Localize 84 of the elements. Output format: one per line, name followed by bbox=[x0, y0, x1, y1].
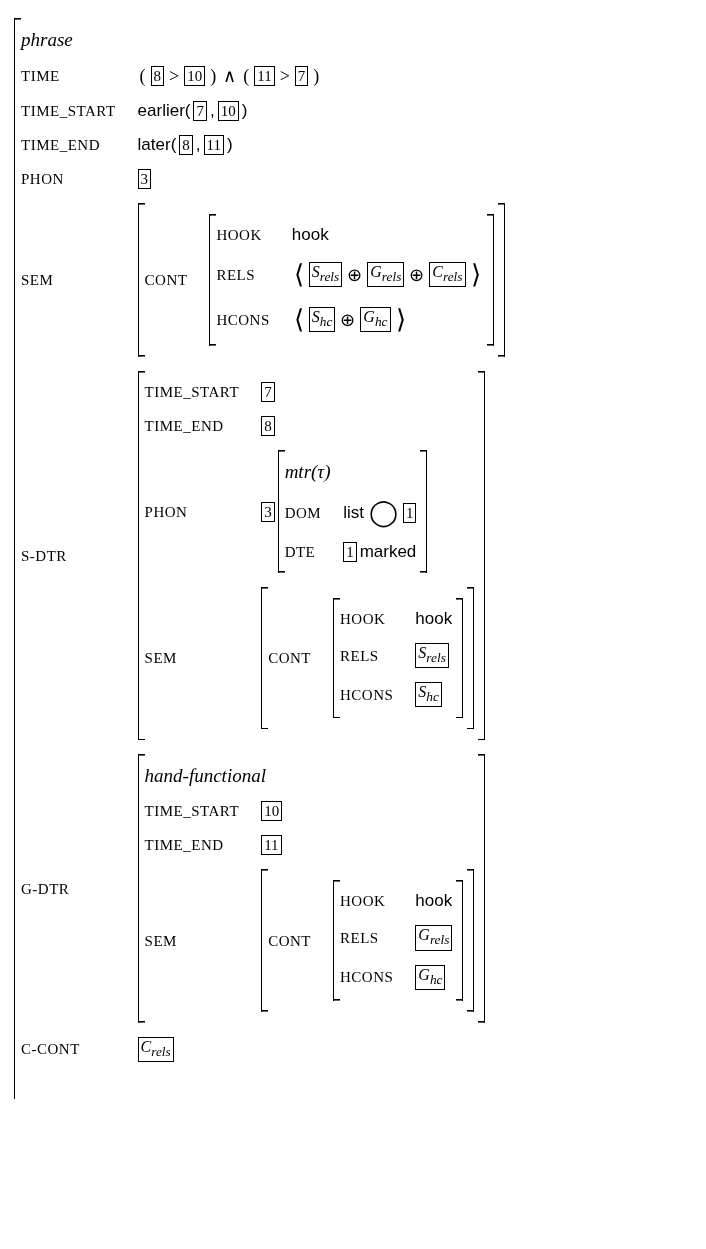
feature-value: hook bbox=[291, 225, 329, 245]
feature-name: DTE bbox=[284, 544, 316, 560]
operator-symbol: ) bbox=[209, 65, 218, 87]
tag-box: 10 bbox=[217, 101, 239, 121]
feature-name: HOOK bbox=[339, 611, 386, 627]
operator-symbol: ⊕ bbox=[408, 263, 426, 286]
operator-symbol: ) bbox=[312, 65, 321, 87]
tag-box: 11 bbox=[254, 66, 275, 86]
feature-value: earlier( bbox=[137, 101, 191, 121]
tag-box: G$_{rels}$ bbox=[367, 261, 405, 288]
feature-name: CONT bbox=[268, 650, 311, 667]
type-label: mtr(τ) bbox=[284, 461, 331, 482]
tag-box: G$_{hc}$ bbox=[415, 964, 446, 990]
tag-box: 1 bbox=[343, 542, 357, 562]
feature-name: TIME_START bbox=[21, 103, 116, 119]
tag-box: 11 bbox=[203, 135, 224, 155]
feature-name: C-CONT bbox=[21, 1041, 80, 1058]
tag-box: 10 bbox=[184, 66, 206, 86]
feature-value: list bbox=[343, 502, 364, 523]
feature-name: TIME_END bbox=[144, 418, 224, 434]
operator-symbol: ( bbox=[138, 65, 147, 87]
feature-name: SEM bbox=[21, 272, 54, 288]
feature-name: HCONS bbox=[216, 311, 270, 328]
feature-name: TIME bbox=[21, 68, 60, 84]
feature-name: SEM bbox=[144, 932, 177, 949]
tag-box: 1 bbox=[402, 502, 417, 523]
tag-box: 3 bbox=[261, 501, 275, 522]
feature-name: TIME_END bbox=[144, 837, 224, 854]
feature-name: TIME_END bbox=[21, 137, 100, 153]
tag-box: S$_{hc}$ bbox=[308, 306, 336, 333]
operator-symbol: ⟩ bbox=[394, 304, 407, 335]
tag-box: 7 bbox=[294, 66, 309, 86]
operator-symbol: ⊕ bbox=[339, 308, 357, 331]
feature-value: hook bbox=[415, 891, 453, 912]
tag-box: S$_{rels}$ bbox=[308, 261, 343, 288]
feature-value: marked bbox=[359, 542, 417, 562]
feature-name: CONT bbox=[268, 932, 311, 949]
feature-name: RELS bbox=[339, 647, 379, 664]
feature-name: PHON bbox=[144, 503, 188, 520]
feature-value: ) bbox=[241, 101, 248, 121]
tag-box: 8 bbox=[261, 416, 275, 436]
feature-name: CONT bbox=[144, 272, 188, 288]
feature-name: PHON bbox=[21, 171, 64, 187]
feature-value: ) bbox=[227, 135, 233, 155]
operator-symbol: ⊕ bbox=[346, 263, 364, 286]
operator-symbol: ⟩ bbox=[469, 259, 482, 290]
feature-name: HCONS bbox=[339, 686, 394, 703]
tag-box: C$_{rels}$ bbox=[137, 1036, 174, 1062]
tag-box: S$_{rels}$ bbox=[415, 643, 449, 669]
feature-name: TIME_START bbox=[144, 803, 240, 820]
operator-symbol: ( bbox=[242, 65, 251, 87]
feature-name: RELS bbox=[216, 266, 256, 283]
feature-value: later( bbox=[137, 135, 177, 155]
feature-name: DOM bbox=[284, 504, 322, 521]
tag-box: 10 bbox=[261, 801, 283, 822]
tag-box: 11 bbox=[261, 835, 282, 856]
operator-symbol: > bbox=[278, 65, 291, 87]
tag-box: 7 bbox=[261, 382, 275, 402]
tag-box: S$_{hc}$ bbox=[415, 682, 442, 708]
operator-symbol: > bbox=[168, 65, 181, 87]
feature-name: HCONS bbox=[339, 969, 394, 986]
feature-name: RELS bbox=[339, 929, 379, 946]
feature-name: HOOK bbox=[339, 893, 386, 910]
type-label: hand-functional bbox=[144, 765, 266, 787]
tag-box: 3 bbox=[137, 169, 152, 189]
tag-box: G$_{rels}$ bbox=[415, 925, 453, 951]
tag-box: G$_{hc}$ bbox=[360, 306, 391, 333]
operator-symbol: ⟨ bbox=[292, 304, 305, 335]
type-label: phrase bbox=[21, 29, 73, 50]
tag-box: 8 bbox=[179, 135, 193, 155]
feature-name: TIME_START bbox=[144, 384, 240, 400]
feature-value: , bbox=[209, 101, 215, 121]
tag-box: C$_{rels}$ bbox=[429, 261, 466, 288]
feature-name: G-DTR bbox=[21, 880, 70, 897]
feature-value: , bbox=[195, 135, 201, 155]
tag-box: 8 bbox=[150, 66, 165, 86]
feature-name: HOOK bbox=[216, 227, 262, 243]
tag-box: 7 bbox=[193, 101, 207, 121]
operator-symbol: ∧ bbox=[222, 65, 238, 87]
operator-symbol: ⟨ bbox=[292, 259, 305, 290]
feature-name: SEM bbox=[144, 650, 177, 667]
operator-symbol: ◯ bbox=[367, 497, 399, 528]
feature-value: hook bbox=[415, 609, 453, 629]
feature-name: S-DTR bbox=[21, 547, 67, 564]
